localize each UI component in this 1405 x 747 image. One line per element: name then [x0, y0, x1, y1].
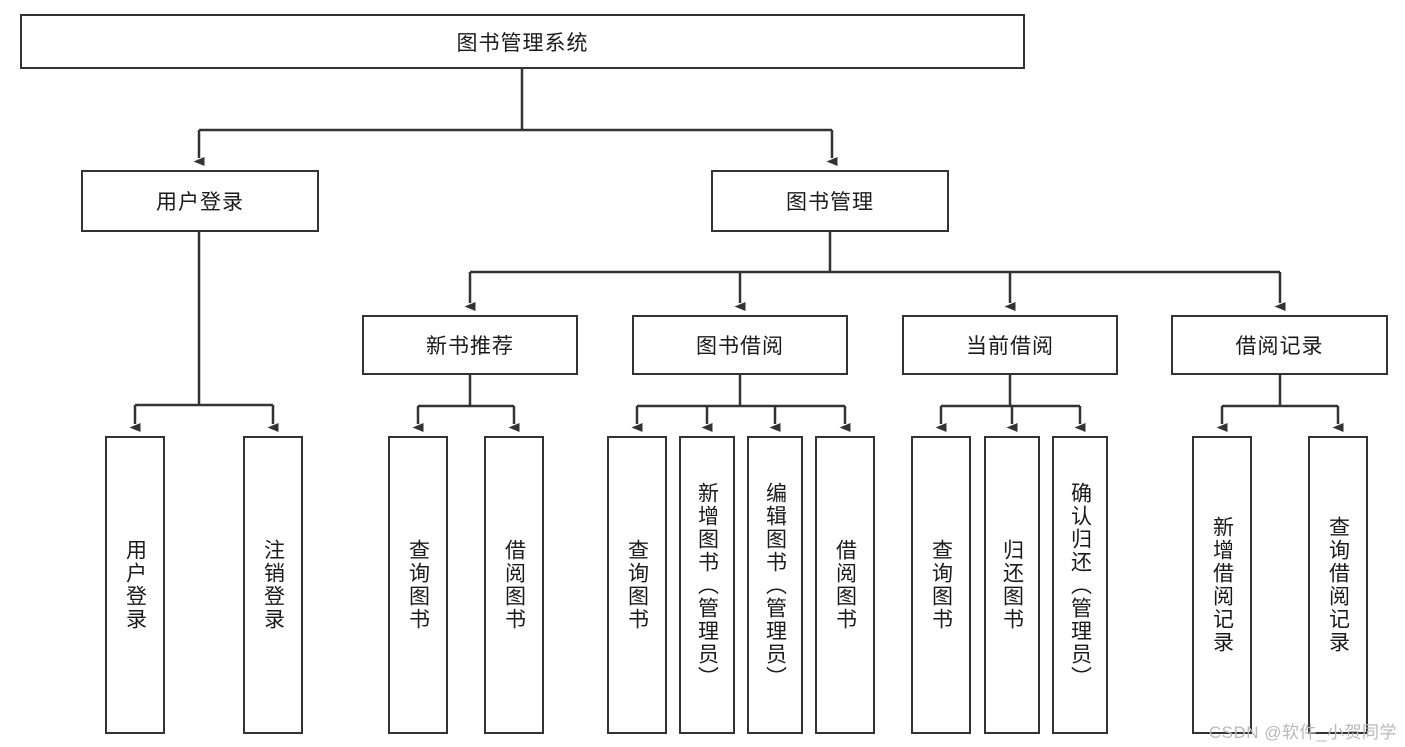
- node-leaf-rec-query[interactable]: 查询图书: [388, 436, 448, 734]
- watermark-text: CSDN @软件_小贺同学: [1208, 723, 1397, 742]
- node-borrow-record[interactable]: 借阅记录: [1171, 315, 1388, 375]
- node-leaf-cur-return-label: 归还图书: [1000, 539, 1024, 631]
- node-leaf-user-login[interactable]: 用户登录: [105, 436, 165, 734]
- node-leaf-borrow-query[interactable]: 查询图书: [607, 436, 667, 734]
- node-new-book-rec[interactable]: 新书推荐: [362, 315, 578, 375]
- node-root[interactable]: 图书管理系统: [20, 14, 1025, 69]
- node-leaf-rec-query-label: 查询图书: [406, 539, 430, 631]
- node-current-borrow[interactable]: 当前借阅: [902, 315, 1118, 375]
- node-leaf-user-logout[interactable]: 注销登录: [243, 436, 303, 734]
- node-leaf-borrow-edit[interactable]: 编辑图书（管理员）: [747, 436, 803, 734]
- node-borrow-record-label: 借阅记录: [1235, 335, 1324, 358]
- node-leaf-borrow-add-label: 新增图书（管理员）: [695, 481, 719, 689]
- edge-group-user-login: [129, 232, 279, 432]
- node-leaf-borrow-query-label: 查询图书: [625, 539, 649, 631]
- node-book-manage-label: 图书管理: [786, 191, 874, 214]
- edge-group-book-manage: [464, 232, 1286, 311]
- node-book-borrow-label: 图书借阅: [696, 335, 784, 358]
- node-leaf-borrow-edit-label: 编辑图书（管理员）: [763, 481, 787, 689]
- edge-group-book-borrow: [631, 375, 851, 432]
- node-leaf-cur-return[interactable]: 归还图书: [984, 436, 1040, 734]
- node-leaf-rec-add-label: 新增借阅记录: [1210, 516, 1234, 654]
- node-leaf-user-login-label: 用户登录: [123, 539, 147, 631]
- node-leaf-rec-add[interactable]: 新增借阅记录: [1192, 436, 1252, 734]
- edge-group-new-book-rec: [412, 375, 520, 432]
- node-book-manage[interactable]: 图书管理: [711, 170, 949, 232]
- node-leaf-user-logout-label: 注销登录: [261, 539, 285, 631]
- node-root-label: 图书管理系统: [456, 31, 589, 55]
- node-leaf-borrow-do[interactable]: 借阅图书: [815, 436, 875, 734]
- node-leaf-rec-query2[interactable]: 查询借阅记录: [1308, 436, 1368, 734]
- node-leaf-rec-query2-label: 查询借阅记录: [1326, 516, 1350, 654]
- node-leaf-rec-borrow[interactable]: 借阅图书: [484, 436, 544, 734]
- node-leaf-rec-borrow-label: 借阅图书: [502, 539, 526, 631]
- node-leaf-cur-confirm-label: 确认归还（管理员）: [1068, 481, 1092, 689]
- node-leaf-borrow-do-label: 借阅图书: [833, 539, 857, 631]
- node-book-borrow[interactable]: 图书借阅: [632, 315, 848, 375]
- edge-group-current-borrow: [935, 375, 1086, 432]
- node-new-book-rec-label: 新书推荐: [426, 335, 514, 358]
- node-leaf-borrow-add[interactable]: 新增图书（管理员）: [679, 436, 735, 734]
- edge-group-root: [193, 69, 838, 166]
- node-user-login[interactable]: 用户登录: [81, 170, 319, 232]
- node-leaf-cur-query[interactable]: 查询图书: [911, 436, 971, 734]
- node-leaf-cur-confirm[interactable]: 确认归还（管理员）: [1052, 436, 1108, 734]
- node-current-borrow-label: 当前借阅: [966, 335, 1054, 358]
- node-user-login-label: 用户登录: [156, 191, 244, 214]
- edge-group-borrow-record: [1216, 375, 1344, 432]
- node-leaf-cur-query-label: 查询图书: [929, 539, 953, 631]
